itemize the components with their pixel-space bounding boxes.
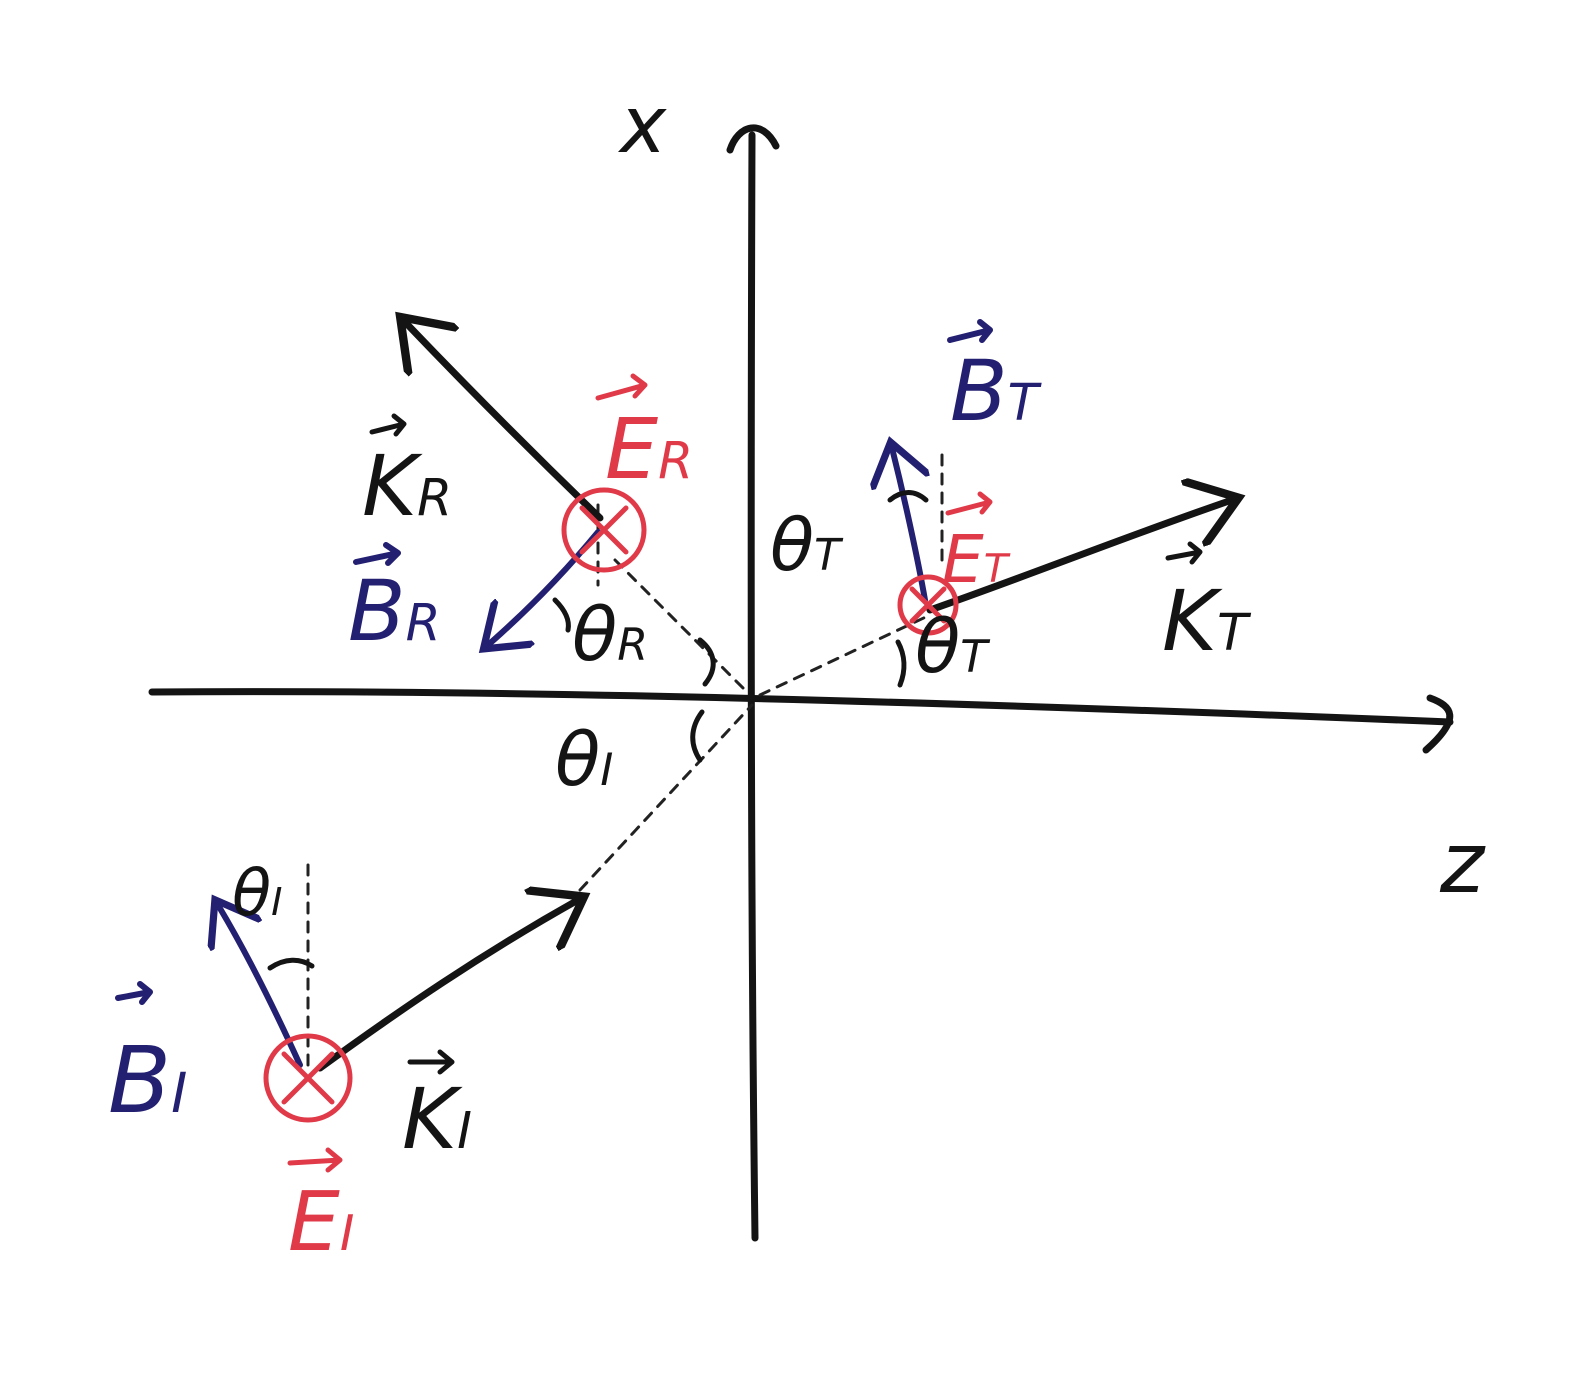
k-incident-arrow	[316, 900, 578, 1072]
svg-text:EI: EI	[288, 1175, 354, 1270]
b-labels: BI BR BT	[108, 319, 1043, 1134]
svg-text:BR: BR	[348, 562, 441, 660]
dashed-guides	[306, 453, 944, 1067]
theta-incident-arc-top	[267, 957, 315, 971]
svg-text:ET: ET	[942, 521, 1011, 598]
angle-arcs	[267, 490, 929, 971]
theta-transmitted-label-upper: θT	[770, 503, 844, 587]
theta-incident-arc	[690, 709, 705, 763]
k-labels: KI KR KT	[362, 413, 1252, 1168]
svg-text:KI: KI	[402, 1070, 472, 1168]
b-incident-label: BI	[108, 981, 187, 1134]
e-reflected-label: ER	[595, 373, 693, 498]
theta-incident-b-angle-label: θI	[232, 857, 282, 931]
z-axis-arrowhead	[1422, 694, 1454, 754]
b-transmitted-label: BT	[947, 319, 1043, 440]
svg-text:BI: BI	[108, 1027, 187, 1134]
b-incident-arrow	[218, 905, 303, 1068]
z-axis-label: z	[1439, 814, 1486, 912]
svg-text:ER: ER	[605, 400, 693, 498]
incident-extension-dash	[578, 703, 754, 892]
wave-vectors	[316, 322, 1232, 1072]
reflected-extension-dash	[613, 558, 747, 692]
k-reflected-arrow	[405, 322, 604, 522]
e-incident-label: EI	[287, 1147, 354, 1270]
z-axis-line	[148, 688, 1454, 726]
theta-transmitted-arc-low	[895, 639, 907, 688]
theta-reflected-label: θR	[572, 592, 648, 678]
k-incident-label: KI	[402, 1049, 472, 1168]
k-transmitted-label: KT	[1162, 541, 1252, 670]
angle-labels: θI θR θT θT θI	[232, 503, 990, 931]
axes: x z	[148, 81, 1486, 1242]
b-reflected-label: BR	[348, 542, 441, 660]
e-transmitted-label: ET	[942, 491, 1011, 598]
svg-text:BT: BT	[950, 342, 1043, 440]
e-transmitted-symbol	[897, 574, 959, 636]
theta-transmitted-arc-top	[887, 490, 929, 503]
x-axis-label: x	[617, 81, 667, 171]
electric-field-symbols	[263, 487, 959, 1123]
e-labels: EI ER ET	[287, 373, 1011, 1270]
svg-text:KR: KR	[362, 437, 452, 535]
transmitted-extension-dash	[758, 613, 932, 697]
theta-transmitted-label-lower: θT	[915, 604, 990, 690]
svg-text:KT: KT	[1162, 572, 1252, 670]
e-reflected-symbol	[561, 487, 647, 573]
theta-reflected-arc	[697, 637, 716, 687]
k-reflected-label: KR	[362, 413, 452, 535]
theta-reflected-arc-top	[552, 597, 571, 633]
x-axis-line	[747, 131, 759, 1242]
k-transmitted-arrow	[926, 500, 1232, 614]
x-axis-arrowhead	[726, 124, 780, 154]
b-transmitted-arrow	[892, 448, 925, 603]
e-incident-symbol	[263, 1033, 353, 1123]
theta-incident-label: θI	[555, 717, 613, 803]
